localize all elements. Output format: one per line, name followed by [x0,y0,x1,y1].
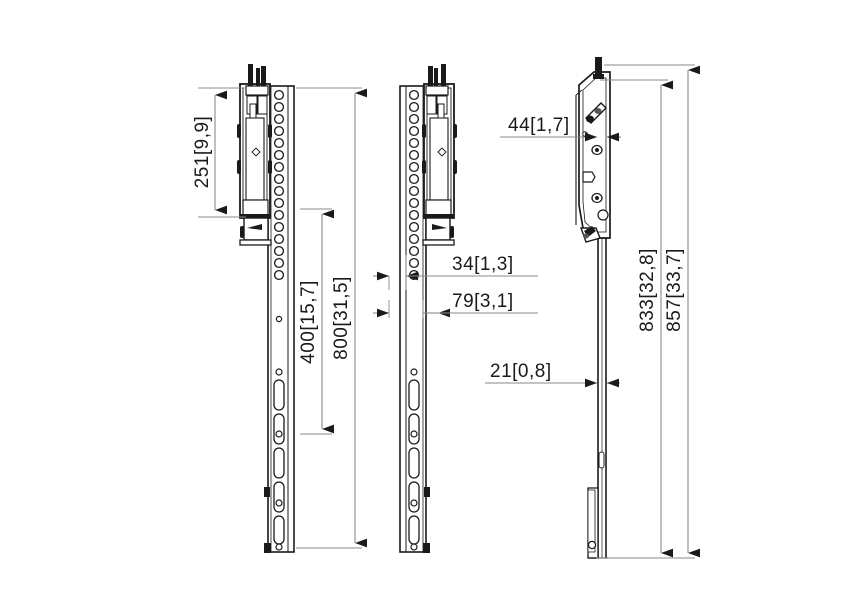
dimension-21: 21[0,8] [485,361,620,388]
dimension-label-833: 833[32,8] [637,248,658,332]
dimension-44: 44[1,7] [500,115,621,142]
dimension-label-34: 34[1,3] [452,254,514,275]
dimension-400: 400[15,7] [298,208,335,435]
dimension-label-800: 800[31,5] [331,276,352,360]
rail-hole-pattern-upper [273,89,285,281]
view-side-right: 44[1,7] 21[0,8] 833[32,8] 857[33,7] [485,57,701,559]
dimension-label-400: 400[15,7] [298,280,319,364]
dimension-857: 857[33,7] [596,64,701,559]
view-front-left: 251[9,9] 400[15,7] 800[31,5] [192,64,368,553]
rail-hole-pattern-upper-middle [408,89,420,281]
dimension-label-857: 857[33,7] [664,248,685,332]
mechanism-body-left [237,64,272,246]
rail-middle [399,85,430,553]
mechanism-body-middle [422,64,457,246]
dimension-label-44: 44[1,7] [508,115,570,136]
dimension-800: 800[31,5] [296,87,368,549]
view-front-middle: 34[1,3] 79[3,1] [373,64,538,553]
rail-slot-pattern-lower-middle [408,368,420,551]
dimension-79: 79[3,1] [373,291,538,318]
dimension-label-21: 21[0,8] [490,361,552,382]
dimension-label-79: 79[3,1] [452,291,514,312]
dimension-34: 34[1,3] [373,254,538,290]
rail-left [264,85,295,553]
dimension-251: 251[9,9] [192,87,246,218]
dimension-label-251: 251[9,9] [192,116,213,189]
rail-slot-pattern-lower [273,368,285,551]
bracket-mechanism-side [575,57,611,243]
